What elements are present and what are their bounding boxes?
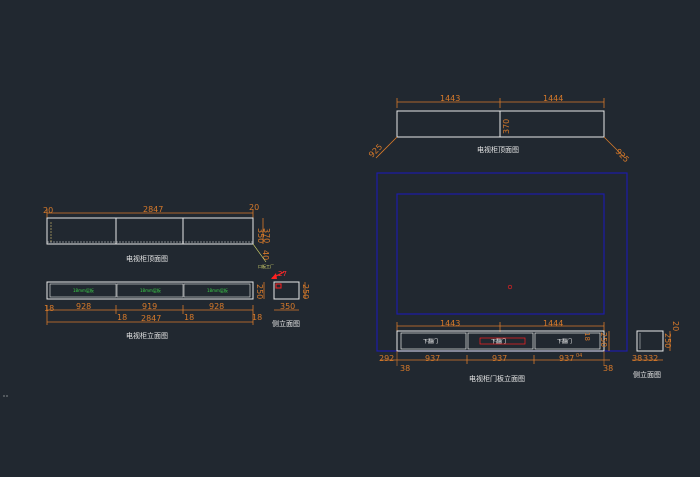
red-annotation: 27 — [278, 270, 287, 278]
door-label: 下翻门 — [491, 338, 506, 345]
cabinet-front-outline — [46, 281, 254, 300]
dim-total-width: 2847 — [143, 205, 163, 214]
dim-left: 1443 — [440, 319, 460, 328]
dim-diag-right — [603, 136, 626, 159]
door-label: 下翻门 — [423, 338, 438, 345]
side-outline — [273, 281, 300, 300]
left-elevation: 18mm层板 18mm层板 18mm层板 18 928 18 919 18 92… — [44, 270, 287, 340]
dim-corner-right: 925 — [614, 147, 631, 164]
dim-v-40: 40 — [261, 250, 270, 260]
compartment-middle — [116, 283, 184, 298]
leader-line — [252, 243, 267, 263]
dim-seg-3: 937 — [559, 354, 574, 363]
dim-depth: 370 — [502, 119, 511, 134]
view-title: 电视柜立面图 — [126, 331, 168, 340]
view-title: 侧立面图 — [272, 319, 300, 328]
compartment-label: 18mm层板 — [140, 287, 161, 293]
dim-corner-left: 925 — [367, 142, 384, 159]
dim-height: 250 — [301, 284, 310, 299]
compartment-label: 18mm层板 — [73, 287, 94, 293]
dim-right-offset: 20 — [249, 203, 259, 212]
tv-wall-frame — [376, 172, 628, 352]
dim-height-top: 18 — [583, 332, 591, 341]
note-label: 口板工厂 — [258, 263, 274, 269]
dim-v-350: 350 — [256, 228, 265, 243]
cabinet-front-outline — [396, 330, 605, 352]
dim-seg-5: 928 — [209, 302, 224, 311]
dim-seg-4: 18 — [184, 313, 194, 322]
dim-left: 38 — [632, 354, 642, 363]
tv-screen-frame — [396, 193, 605, 315]
dim-seg-6: 18 — [252, 313, 262, 322]
cabinet-top-outline — [46, 217, 254, 245]
center-mark — [507, 284, 513, 290]
left-top-view: 20 2847 20 350 370 40 口板工厂 电视柜顶面图 — [43, 203, 274, 269]
dim-seg-1: 928 — [76, 302, 91, 311]
compartment-right — [183, 283, 251, 298]
outer-blue-frame — [376, 172, 628, 352]
door-label: 下翻门 — [557, 338, 572, 345]
right-top-view: 1443 1444 370 925 925 电视柜顶面图 — [367, 94, 631, 164]
view-title: 电视柜顶面图 — [126, 254, 168, 263]
view-title: 电视柜门板立面图 — [469, 374, 525, 383]
compartment-left — [49, 283, 117, 298]
red-highlight-box — [479, 337, 526, 345]
dim-height: 250 — [663, 333, 672, 348]
dim-top: 20 — [671, 321, 680, 331]
dim-bottom-left: 38 — [400, 364, 410, 373]
side-outline — [636, 330, 664, 352]
dim-diag-left — [375, 136, 398, 159]
dim-small: 04 — [576, 353, 582, 359]
view-title: 侧立面图 — [633, 370, 661, 379]
right-elevation: 1443 1444 下翻门 下翻门 下翻门 292 937 937 937 38… — [379, 319, 613, 383]
dim-seg-2: 18 — [117, 313, 127, 322]
dim-seg-1: 937 — [425, 354, 440, 363]
dim-height: 250 — [599, 332, 608, 347]
compartment-label: 18mm层板 — [207, 287, 228, 293]
dim-seg-0: 18 — [44, 304, 54, 313]
door-panel-left — [400, 332, 467, 350]
dim-seg-3: 919 — [142, 302, 157, 311]
stray-dot — [6, 395, 8, 397]
dim-left-offset: 20 — [43, 206, 53, 215]
door-panel-middle — [467, 332, 534, 350]
left-side-view: 350 250 侧立面图 — [272, 281, 310, 328]
dim-width: 350 — [280, 302, 295, 311]
dim-width: 332 — [643, 354, 658, 363]
dim-bottom-right: 38 — [603, 364, 613, 373]
dim-total-width: 2847 — [141, 314, 161, 323]
dim-right: 1444 — [543, 319, 563, 328]
dim-height: 250 — [255, 284, 264, 299]
dim-v-370: 370 — [262, 228, 271, 243]
view-title: 电视柜顶面图 — [477, 145, 519, 154]
dim-seg-0: 292 — [379, 354, 394, 363]
dim-right: 1444 — [543, 94, 563, 103]
red-arrowhead — [271, 273, 277, 279]
door-panel-right — [534, 332, 601, 350]
dim-seg-2: 937 — [492, 354, 507, 363]
dim-left: 1443 — [440, 94, 460, 103]
stray-dot — [3, 395, 5, 397]
red-marker — [275, 283, 282, 289]
right-side-view: 38 332 250 20 侧立面图 — [632, 321, 680, 379]
